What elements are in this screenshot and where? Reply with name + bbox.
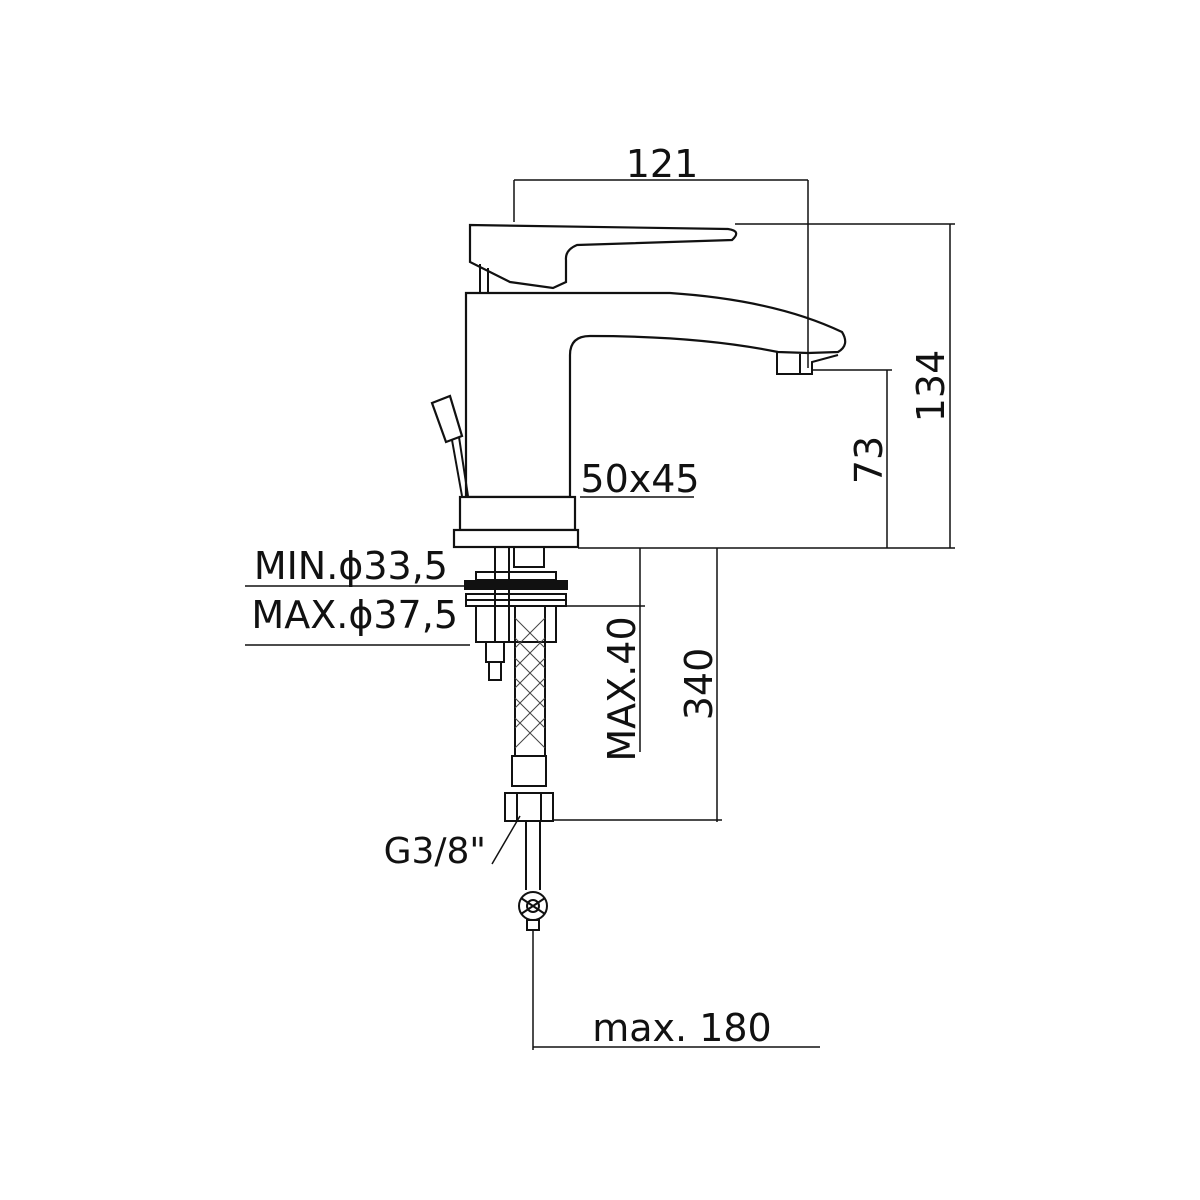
faucet-body — [430, 223, 847, 549]
base-lower — [452, 528, 580, 549]
dim-base-50x45: 50x45 — [580, 457, 699, 501]
dim-hose-340: 340 — [677, 648, 721, 721]
dim-thread: G3/8" — [384, 831, 486, 872]
dim-73: 73 — [847, 436, 891, 484]
hose-nut — [504, 792, 554, 822]
dim-min-hole: MIN.ϕ33,5 — [254, 544, 448, 588]
flexible-hose — [504, 605, 554, 931]
dim-121: 121 — [626, 142, 699, 186]
dimension-lines — [245, 179, 955, 1050]
popup-rod — [430, 394, 469, 497]
dim-134: 134 — [909, 350, 953, 423]
rubber-washer — [464, 580, 568, 590]
dim-max-40: MAX.40 — [600, 616, 644, 761]
lever-handle — [468, 223, 738, 290]
hose-ferrule — [511, 755, 547, 787]
base-upper — [458, 495, 577, 532]
dim-max-hole: MAX.ϕ37,5 — [251, 593, 458, 637]
dim-max-180: max. 180 — [592, 1006, 771, 1050]
